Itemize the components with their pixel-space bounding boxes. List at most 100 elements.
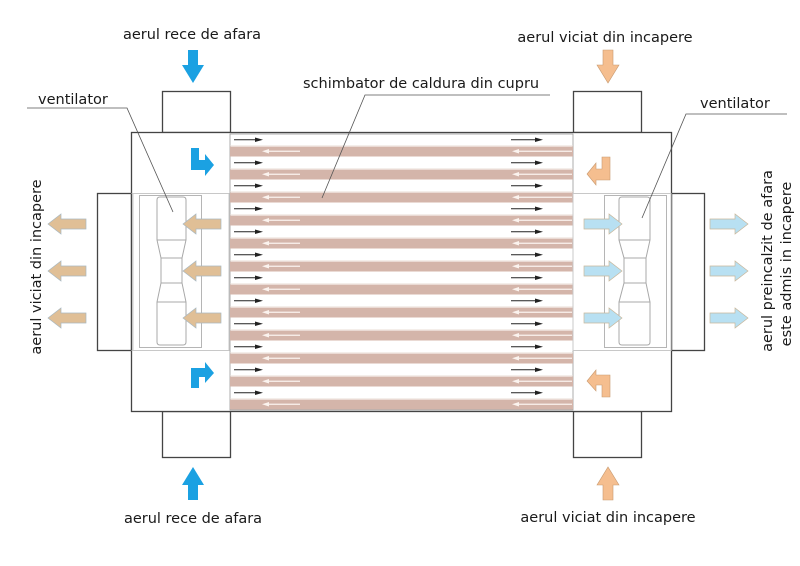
arrowhead bbox=[535, 252, 543, 257]
arrow-left-icon bbox=[47, 307, 87, 329]
arrow-up-icon bbox=[182, 467, 204, 500]
arrow-right-icon bbox=[583, 213, 623, 235]
leader-line-fan-left bbox=[27, 107, 174, 213]
duct-side-right bbox=[670, 192, 706, 352]
arrow-left-icon bbox=[182, 213, 222, 235]
arrow-right-icon bbox=[709, 307, 749, 329]
flow-arrows bbox=[47, 213, 749, 329]
arrow-left-icon bbox=[182, 307, 222, 329]
label-preheated-line2: este admis in incapere bbox=[779, 182, 795, 347]
arrowhead bbox=[255, 367, 263, 372]
duct-side-left bbox=[96, 192, 133, 352]
arrowhead bbox=[262, 402, 269, 407]
arrowhead bbox=[512, 379, 519, 384]
turn-right-up-icon bbox=[191, 362, 214, 388]
copper-channel bbox=[230, 261, 573, 272]
copper-channel bbox=[230, 215, 573, 226]
arrowhead bbox=[512, 218, 519, 223]
arrow-down-icon bbox=[596, 49, 620, 84]
arrowhead bbox=[535, 137, 543, 142]
arrow-right-icon bbox=[583, 307, 623, 329]
copper-channel bbox=[230, 399, 573, 410]
arrowhead bbox=[512, 310, 519, 315]
arrow-right-icon bbox=[709, 213, 749, 235]
fan-body bbox=[618, 196, 651, 346]
arrowhead bbox=[535, 206, 543, 211]
arrowhead bbox=[262, 241, 269, 246]
copper-channel bbox=[230, 146, 573, 157]
copper-channel bbox=[230, 376, 573, 387]
label-preheated-line1: aerul preincalzit de afara bbox=[760, 170, 776, 352]
arrowhead bbox=[512, 149, 519, 154]
turn-left-up-icon bbox=[586, 369, 611, 398]
arrow-left-icon bbox=[182, 260, 222, 282]
arrowhead bbox=[535, 183, 543, 188]
arrowhead bbox=[262, 333, 269, 338]
arrowhead bbox=[255, 252, 263, 257]
arrowhead bbox=[512, 241, 519, 246]
turn-right-icon bbox=[191, 148, 214, 176]
fan-compartment-outer-left bbox=[132, 193, 230, 351]
arrowhead bbox=[255, 275, 263, 280]
arrowhead bbox=[262, 310, 269, 315]
copper-channel bbox=[230, 169, 573, 180]
label-cold-air-top: aerul rece de afara bbox=[123, 27, 261, 43]
label-exhaust-air-bottom: aerul viciat din incapere bbox=[520, 510, 695, 526]
arrowhead bbox=[255, 390, 263, 395]
label-heat-exchanger: schimbator de caldura din cupru bbox=[303, 76, 539, 92]
duct-top-left bbox=[161, 90, 232, 134]
arrowhead bbox=[255, 229, 263, 234]
copper-channel bbox=[230, 330, 573, 341]
leader-line-fan-right bbox=[641, 113, 787, 219]
label-fan-left: ventilator bbox=[38, 92, 108, 108]
arrowhead bbox=[535, 321, 543, 326]
arrow-right-icon bbox=[583, 260, 623, 282]
arrow-down-icon bbox=[182, 50, 204, 83]
arrowhead bbox=[535, 344, 543, 349]
arrowhead bbox=[262, 149, 269, 154]
arrowhead bbox=[535, 229, 543, 234]
arrowhead bbox=[262, 264, 269, 269]
arrowhead bbox=[512, 402, 519, 407]
fan-compartment-outer-right bbox=[572, 193, 672, 351]
arrow-left-icon bbox=[47, 213, 87, 235]
arrowhead bbox=[512, 333, 519, 338]
arrowhead bbox=[255, 206, 263, 211]
fan-body bbox=[156, 196, 187, 346]
duct-bottom-left bbox=[161, 410, 232, 459]
arrowhead bbox=[262, 356, 269, 361]
turn-left-icon bbox=[586, 156, 611, 186]
arrowhead bbox=[255, 160, 263, 165]
copper-channel bbox=[230, 284, 573, 295]
arrowhead bbox=[255, 137, 263, 142]
copper-channel bbox=[230, 192, 573, 203]
copper-channel bbox=[230, 307, 573, 318]
arrowhead bbox=[255, 183, 263, 188]
arrowhead bbox=[512, 356, 519, 361]
arrowhead bbox=[535, 160, 543, 165]
arrowhead bbox=[262, 379, 269, 384]
duct-bottom-right bbox=[572, 410, 643, 459]
arrowhead bbox=[512, 287, 519, 292]
arrow-left-icon bbox=[47, 260, 87, 282]
exchanger-frame bbox=[229, 133, 574, 411]
fan-left bbox=[139, 195, 202, 348]
label-fan-right: ventilator bbox=[700, 96, 770, 112]
arrowhead bbox=[255, 298, 263, 303]
copper-channel bbox=[230, 353, 573, 364]
heat-exchanger-core bbox=[229, 133, 574, 411]
label-cold-air-bottom: aerul rece de afara bbox=[124, 511, 262, 527]
copper-channel bbox=[230, 238, 573, 249]
label-exhaust-air-top: aerul viciat din incapere bbox=[517, 30, 692, 46]
leader-line-exchanger bbox=[321, 94, 550, 199]
arrowhead bbox=[512, 264, 519, 269]
arrowhead bbox=[262, 218, 269, 223]
arrow-right-icon bbox=[709, 260, 749, 282]
arrowhead bbox=[512, 172, 519, 177]
arrowhead bbox=[512, 195, 519, 200]
arrowhead bbox=[535, 367, 543, 372]
arrowhead bbox=[535, 298, 543, 303]
arrowhead bbox=[262, 287, 269, 292]
arrowhead bbox=[535, 275, 543, 280]
